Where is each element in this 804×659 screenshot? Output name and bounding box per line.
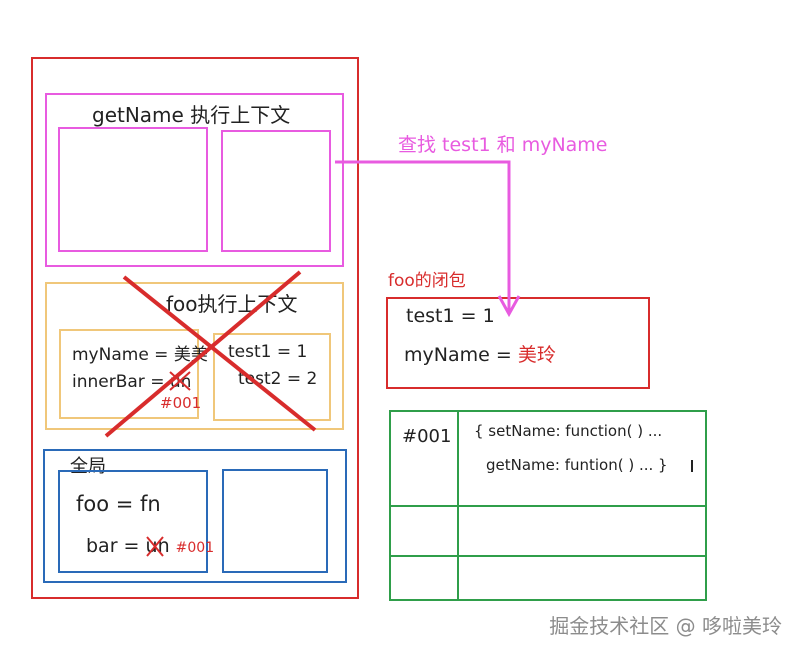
closure-test1-line: test1 = 1 — [406, 305, 495, 327]
getname-variable-env-box — [58, 127, 208, 252]
global-foo-line: foo = fn — [76, 492, 161, 516]
foo-innerbar-key: innerBar = — [72, 372, 165, 392]
getname-lexical-env-box — [221, 130, 331, 252]
foo-myname-line: myName = 美美 — [72, 340, 208, 365]
global-context-box — [43, 449, 347, 583]
global-lexical-env-box — [222, 469, 328, 573]
closure-myname-value: 美玲 — [517, 344, 556, 366]
foo-myname-key: myName = — [72, 345, 169, 365]
foo-myname-value: 美美 — [173, 345, 208, 365]
global-bar-line: bar = un #001 — [86, 535, 214, 557]
foo-innerbar-note: #001 — [160, 394, 202, 412]
foo-innerbar-value: un — [169, 372, 192, 392]
foo-test1-line: test1 = 1 — [228, 342, 308, 362]
closure-myname-line: myName = 美玲 — [404, 340, 556, 367]
closure-title: foo的闭包 — [388, 271, 466, 291]
global-bar-value: un — [145, 535, 170, 557]
watermark: 掘金技术社区 @ 哆啦美玲 — [549, 614, 782, 638]
foo-test2-line: test2 = 2 — [238, 369, 318, 389]
heap-object-line2: getName: funtion( ) ... } — [486, 456, 668, 474]
call-stack-frame — [31, 57, 359, 599]
foo-innerbar-line: innerBar = un — [72, 372, 191, 392]
foo-context-title: foo执行上下文 — [166, 292, 298, 316]
heap-address: #001 — [402, 426, 452, 447]
heap-object-line1: { setName: function( ) ... — [474, 422, 663, 440]
lookup-arrow-label: 查找 test1 和 myName — [398, 134, 608, 156]
global-bar-key: bar = — [86, 535, 140, 557]
global-variable-env-box — [58, 470, 208, 573]
closure-myname-key: myName = — [404, 344, 512, 366]
global-bar-note: #001 — [175, 540, 215, 556]
getname-context-title: getName 执行上下文 — [92, 103, 291, 127]
